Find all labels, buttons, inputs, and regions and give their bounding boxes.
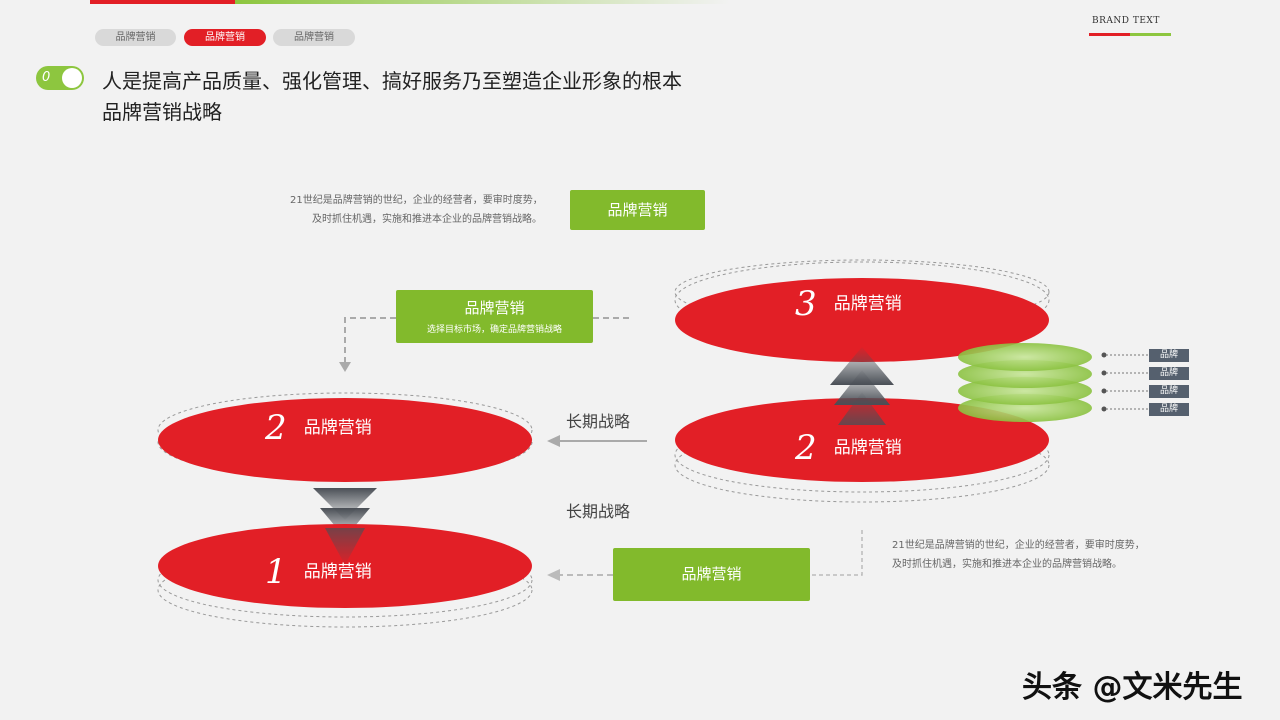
tag-dot-1 (1101, 352, 1107, 358)
disc-right-top-number: 3 (795, 284, 817, 324)
down-arrow-2 (320, 508, 370, 538)
disc-left-bottom-label: 1 品牌营销 (265, 552, 372, 592)
disc-left-top (158, 398, 532, 482)
connector-bottom-right (810, 530, 863, 576)
up-arrow-2 (834, 370, 890, 405)
disc-left-bottom (158, 524, 532, 608)
disc-right-top (675, 278, 1049, 362)
disc-left-top-label: 2 品牌营销 (265, 408, 372, 448)
bottom-description: 21世纪是品牌营销的世纪，企业的经营者，要审时度势， 及时抓住机遇，实施和推进本… (892, 536, 1145, 574)
toggle-label: 0 (42, 70, 51, 85)
tag-3: 品牌 (1149, 385, 1189, 398)
down-arrow-1 (313, 488, 377, 520)
long-term-label-1: 长期战略 (566, 412, 631, 431)
tab-3[interactable]: 品牌营销 (273, 29, 355, 46)
top-desc-line-2: 及时抓住机遇，实施和推进本企业的品牌营销战略。 (312, 214, 542, 225)
down-arrow-3 (325, 528, 365, 565)
disc-right-bottom (675, 398, 1049, 482)
tag-dot-3 (1101, 388, 1107, 394)
toggle-switch[interactable]: 0 (36, 66, 84, 90)
tag-1: 品牌 (1149, 349, 1189, 362)
tag-dot-4 (1101, 406, 1107, 412)
top-green-box: 品牌营销 (570, 190, 705, 230)
disc-left-top-number: 2 (265, 408, 287, 448)
heading-line-2: 品牌营销战略 (102, 100, 222, 124)
brand-underline (1089, 33, 1171, 36)
disc-right-bottom-number: 2 (795, 428, 817, 468)
disc-left-bottom-number: 1 (265, 552, 287, 592)
bottom-desc-line-1: 21世纪是品牌营销的世纪，企业的经营者，要审时度势， (892, 540, 1145, 551)
long-term-arrowhead-1 (547, 435, 560, 447)
tab-2-active[interactable]: 品牌营销 (184, 29, 266, 46)
middle-green-box: 品牌营销 选择目标市场，确定品牌营销战略 (396, 290, 593, 343)
tag-4: 品牌 (1149, 403, 1189, 416)
disc-right-top-text: 品牌营销 (833, 294, 902, 314)
disc-right-bottom-label: 2 品牌营销 (795, 428, 902, 468)
long-term-label-2: 长期战略 (566, 502, 631, 521)
disc-right-bottom-text: 品牌营销 (833, 438, 902, 458)
tab-1[interactable]: 品牌营销 (95, 29, 176, 46)
watermark: 头条 @文米先生 (1022, 670, 1243, 705)
bottom-desc-line-2: 及时抓住机遇，实施和推进本企业的品牌营销战略。 (892, 559, 1122, 570)
brand-text: BRAND TEXT (1092, 16, 1160, 26)
tag-dot-2 (1101, 370, 1107, 376)
up-arrow-1 (830, 347, 894, 385)
bottom-green-box: 品牌营销 (613, 548, 810, 601)
top-accent-bar (90, 0, 730, 4)
toggle-knob (62, 68, 82, 88)
tag-2: 品牌 (1149, 367, 1189, 380)
top-desc-line-1: 21世纪是品牌营销的世纪，企业的经营者，要审时度势， (290, 195, 543, 206)
connector-mid-left (344, 317, 396, 365)
green-stack-disc-1 (958, 343, 1092, 371)
disc-right-top-label: 3 品牌营销 (795, 284, 902, 324)
top-description: 21世纪是品牌营销的世纪，企业的经营者，要审时度势， 及时抓住机遇，实施和推进本… (290, 191, 543, 229)
up-arrow-3 (838, 392, 886, 425)
page-heading: 人是提高产品质量、强化管理、搞好服务乃至塑造企业形象的根本 品牌营销战略 (102, 66, 682, 128)
middle-box-subtitle: 选择目标市场，确定品牌营销战略 (426, 325, 562, 335)
middle-box-title: 品牌营销 (464, 299, 525, 317)
long-term-arrowhead-2 (547, 569, 560, 581)
disc-left-bottom-text: 品牌营销 (303, 562, 372, 582)
disc-left-top-outline-1 (157, 392, 533, 468)
disc-left-top-text: 品牌营销 (303, 418, 372, 438)
connector-arrowhead-down (339, 362, 351, 372)
disc-right-top-outline-1 (674, 261, 1050, 339)
heading-line-1: 人是提高产品质量、强化管理、搞好服务乃至塑造企业形象的根本 (102, 69, 682, 93)
